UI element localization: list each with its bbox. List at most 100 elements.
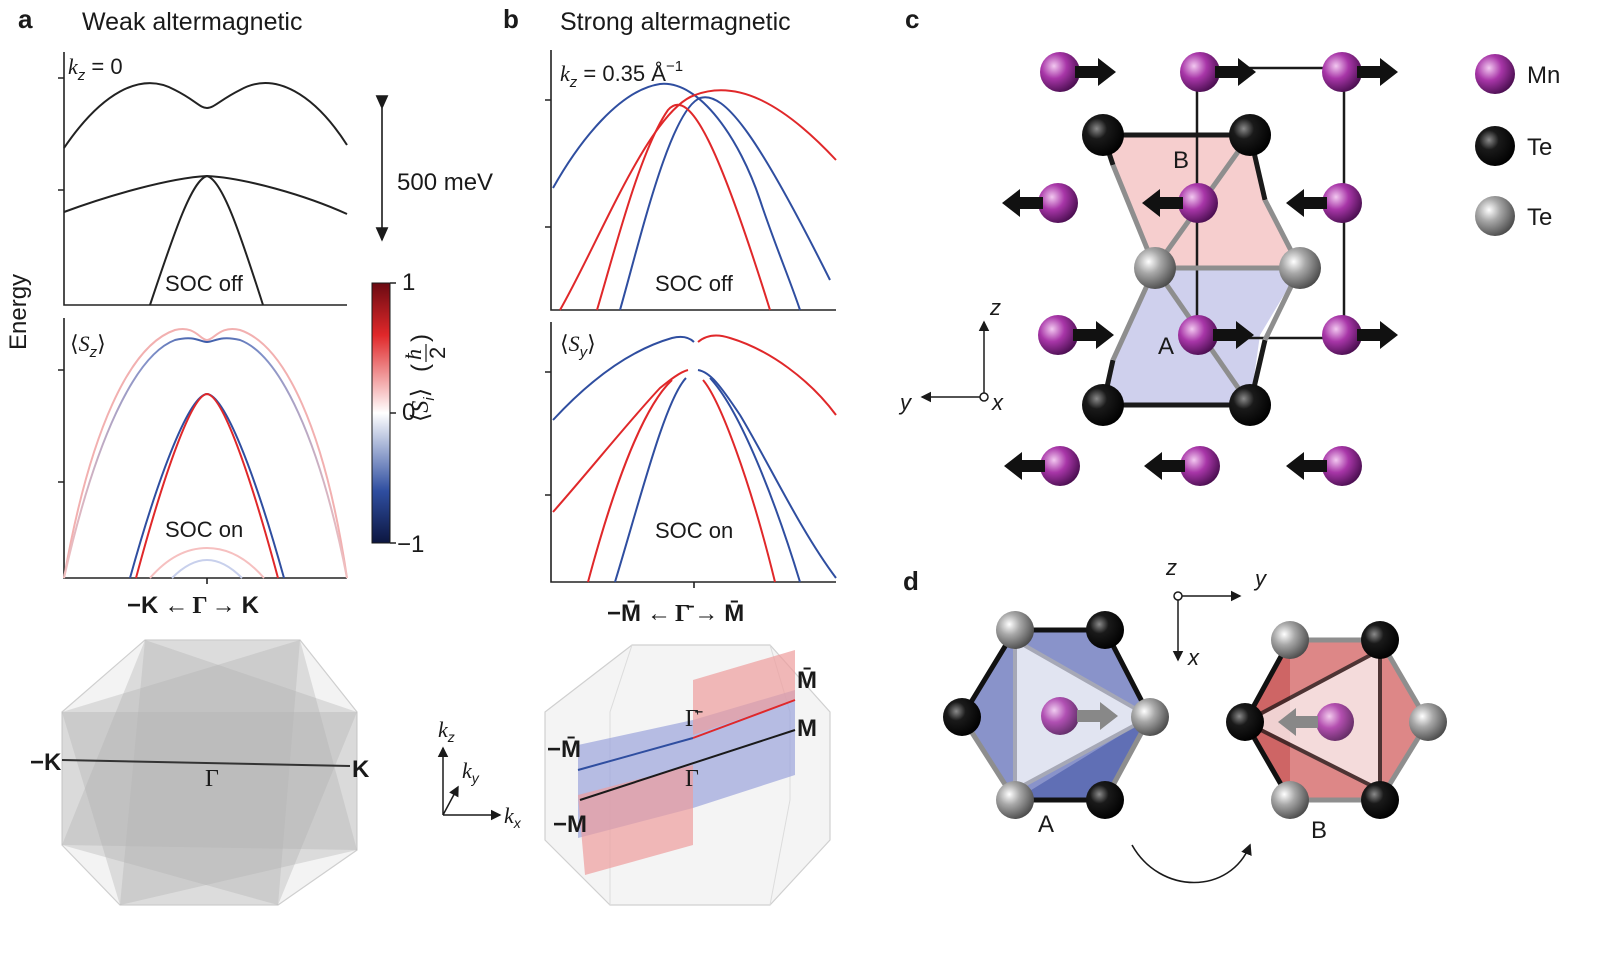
cb-subscript: i <box>421 397 438 401</box>
spin-subscript: z <box>89 344 98 361</box>
band-b-off-blue-2 <box>619 96 831 311</box>
band-b-on-red-4 <box>587 379 673 583</box>
kz-value: = 0 <box>85 54 122 79</box>
octahedron-a: A <box>943 611 1169 838</box>
atom-legend: Mn Te Te <box>1475 54 1560 236</box>
te-atoms <box>1082 114 1321 426</box>
colorbar-tick-min: −1 <box>397 531 424 558</box>
panel-a: a Weak altermagnetic Energy SOC off kz =… <box>5 4 493 906</box>
spin-colorbar: 1 0 −1 ⟨Si⟩ ( ħ 2 ) <box>371 269 450 558</box>
panel-a-top-ticks <box>58 77 64 191</box>
cb-paren-left: ( <box>407 364 434 372</box>
energy-scale-bar: 500 meV <box>375 95 493 242</box>
k-neg-label: −K <box>127 592 159 619</box>
b-arrow-right: → <box>694 600 718 627</box>
bz-b-path-black <box>579 729 796 801</box>
octahedron-b: B <box>1226 621 1447 844</box>
arrow-right-label: → <box>212 592 236 619</box>
panel-d-letter: d <box>903 566 919 596</box>
band-soc-vb-red <box>135 392 279 579</box>
band-b-on-blue-4 <box>709 377 801 583</box>
spin-symbol: S <box>79 331 90 356</box>
panel-d: d z y x <box>903 555 1447 884</box>
gamma-label: Γ <box>192 593 207 619</box>
oct-b-mn <box>1316 703 1354 741</box>
bz-b-plane-red-right <box>693 650 795 735</box>
panel-a-top-axes <box>63 52 347 306</box>
c-axis-x: x <box>991 390 1004 415</box>
colorbar-label: ⟨Si⟩ ( ħ 2 ) <box>401 334 450 422</box>
panel-b: b Strong altermagnetic SOC off kz = 0.35… <box>437 4 837 906</box>
bz-a-plane-4 <box>62 640 357 905</box>
panel-c: c <box>898 4 1560 486</box>
panel-b-soc-off-label: SOC off <box>655 271 734 296</box>
panel-b-bottom-ticks <box>545 371 695 588</box>
legend-te-gray-label: Te <box>1527 204 1552 231</box>
panel-c-letter: c <box>905 4 919 34</box>
cb-symbol: S <box>408 401 434 413</box>
spin-b-subscript: y <box>579 344 589 361</box>
legend-item-te-black: Te <box>1475 126 1552 166</box>
panel-a-kz-label: kz = 0 <box>68 54 123 84</box>
panel-b-brillouin-zone: −M̄ −M M̄ M Γ̄ Γ <box>544 644 831 906</box>
panel-a-soc-off-plot: SOC off kz = 0 <box>58 52 348 306</box>
legend-mn-label: Mn <box>1527 62 1560 89</box>
cb-bracket-left: ⟨ <box>407 413 434 422</box>
arrow-left-label: ← <box>164 592 188 619</box>
panel-b-soc-on-label: SOC on <box>655 518 733 543</box>
cb-unit-den: 2 <box>425 347 450 359</box>
colorbar-tick-zero: 0 <box>402 399 415 426</box>
kz-symbol: k <box>68 54 79 79</box>
legend-mn-swatch <box>1475 54 1515 94</box>
panel-b-bottom-axes <box>550 322 836 583</box>
bz-b-mbar-neg: −M̄ <box>547 736 581 763</box>
energy-axis-label: Energy <box>5 274 32 350</box>
c-axis-z: z <box>989 295 1001 320</box>
colorbar-gradient <box>371 282 391 544</box>
band-b-off-red-2 <box>596 103 771 311</box>
panel-d-real-axes: z y x <box>1165 555 1268 670</box>
kz-axis-sub: z <box>447 729 455 745</box>
panel-a-letter: a <box>18 4 33 34</box>
panel-d-label-a: A <box>1038 811 1054 838</box>
kz-axis-label: kz <box>438 717 455 745</box>
panel-d-label-b: B <box>1311 817 1327 844</box>
panel-b-soc-off-plot: SOC off kz = 0.35 Å−1 <box>545 50 837 311</box>
bz-b-gamma-bar: Γ̄ <box>685 706 703 732</box>
band-b-on-red-3 <box>702 379 776 583</box>
band-soc-outer <box>63 327 348 579</box>
band-b-on-blue-2 <box>697 369 837 579</box>
panel-a-soc-on-plot: SOC on ⟨Sz⟩ −K←Γ→K <box>58 318 348 619</box>
band-b-off-blue-1 <box>552 82 801 311</box>
spin-b-bracket-right: ⟩ <box>587 331 596 356</box>
bz-a-gamma: Γ <box>205 766 219 792</box>
band-lower <box>149 174 264 306</box>
bz-a-plane-2 <box>62 712 357 850</box>
d-axis-y: y <box>1253 566 1268 591</box>
ky-axis-label: ky <box>462 758 480 786</box>
bz-b-mbar-pos: M̄ <box>797 667 817 694</box>
bz-a-k-pos: K <box>352 756 370 783</box>
kz-b-unit-sup: −1 <box>666 58 683 75</box>
band-b-on-red-2 <box>552 369 689 513</box>
spin-b-symbol: S <box>569 331 580 356</box>
d-axis-z: z <box>1165 555 1177 580</box>
legend-item-mn: Mn <box>1475 54 1560 94</box>
cb-paren-right: ) <box>407 334 434 342</box>
colorbar-tick-max: 1 <box>402 269 415 296</box>
band-upper <box>63 82 348 149</box>
kz-b-symbol: k <box>560 61 571 86</box>
legend-item-te-gray: Te <box>1475 196 1552 236</box>
bz-b-plane-red-left <box>578 765 693 875</box>
ky-axis-sub: y <box>471 770 480 786</box>
oct-a-mn <box>1041 697 1079 735</box>
band-soc-inner <box>63 337 348 579</box>
panel-a-spin-label: ⟨Sz⟩ <box>70 331 106 361</box>
kx-axis-sym: k <box>504 803 515 828</box>
panel-a-soc-on-label: SOC on <box>165 517 243 542</box>
panel-b-k-axis: −M̄←Γ̄→M̄ <box>607 600 744 627</box>
panel-a-soc-off-label: SOC off <box>165 271 244 296</box>
oct-a-spin-arrow <box>1077 702 1118 730</box>
band-b-off-red-1 <box>559 89 837 311</box>
panel-b-title: Strong altermagnetic <box>560 8 791 36</box>
